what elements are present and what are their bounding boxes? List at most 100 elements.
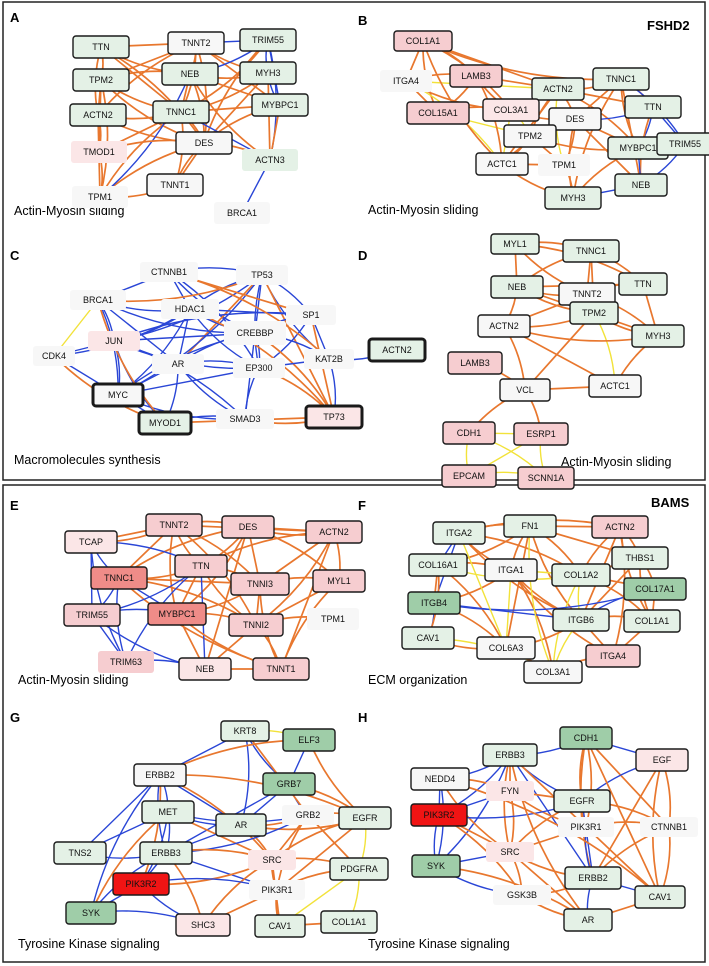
- node-label-e-tnnt1: TNNT1: [267, 664, 296, 674]
- node-box-d-myh3: [631, 324, 685, 348]
- node-box-d-actc1: [588, 374, 642, 398]
- node-d-actc1: ACTC1: [588, 374, 642, 398]
- node-f-itga2: ITGA2: [432, 521, 486, 545]
- node-d-tnnt2: TNNT2: [558, 282, 616, 306]
- node-label-h-egf: EGF: [653, 755, 672, 765]
- node-label-g-syk: SYK: [82, 908, 100, 918]
- node-label-h-erbb2: ERBB2: [578, 873, 608, 883]
- caption-b: Actin-Myosin sliding: [368, 203, 479, 217]
- node-e-tnnt1: TNNT1: [252, 657, 310, 681]
- node-label-d-tnnc1: TNNC1: [576, 246, 606, 256]
- node-box-d-cdh1: [442, 421, 496, 445]
- node-box-h-ctnnb1: [640, 817, 698, 837]
- node-box-f-itga1: [484, 558, 538, 582]
- node-box-b-itga4: [380, 70, 432, 92]
- node-label-a-brca1: BRCA1: [227, 208, 257, 218]
- node-box-f-col3a1: [523, 660, 583, 684]
- node-g-syk: SYK: [65, 901, 117, 925]
- node-g-erbb3: ERBB3: [139, 841, 193, 865]
- node-label-a-ttn: TTN: [92, 42, 110, 52]
- node-box-d-ttn: [618, 272, 668, 296]
- node-h-pik3r1: PIK3R1: [558, 817, 614, 837]
- node-box-c-ar: [152, 354, 204, 374]
- node-label-g-pik3r1: PIK3R1: [261, 885, 292, 895]
- node-label-h-ar: AR: [582, 915, 595, 925]
- node-box-g-cav1: [254, 914, 306, 938]
- panel-letter-f: F: [358, 498, 366, 513]
- node-box-f-col1a1: [623, 609, 681, 633]
- node-label-b-neb: NEB: [632, 180, 651, 190]
- node-label-g-erbb3: ERBB3: [151, 848, 181, 858]
- node-box-d-tpm2: [569, 301, 619, 325]
- node-g-src: SRC: [248, 850, 296, 870]
- node-h-erbb3: ERBB3: [482, 743, 538, 767]
- node-label-d-esrp1: ESRP1: [526, 429, 556, 439]
- node-e-ttn: TTN: [174, 554, 228, 578]
- node-g-met: MET: [141, 800, 195, 824]
- node-box-f-cav1: [401, 626, 455, 650]
- caption-f: ECM organization: [368, 673, 467, 687]
- node-label-c-cdk4: CDK4: [42, 351, 66, 361]
- node-box-e-tnnt2: [145, 513, 203, 537]
- node-label-g-ar: AR: [235, 820, 248, 830]
- node-label-d-scnn1a: SCNN1A: [528, 473, 565, 483]
- node-c-hdac1: HDAC1: [161, 299, 219, 319]
- node-label-h-ctnnb1: CTNNB1: [651, 822, 687, 832]
- node-box-c-myc: [91, 382, 145, 408]
- node-label-a-tnnt1: TNNT1: [161, 180, 190, 190]
- edge-f-itga2-col6a3: [458, 532, 507, 649]
- node-box-h-cdh1: [559, 726, 613, 750]
- node-label-d-epcam: EPCAM: [453, 471, 485, 481]
- node-label-f-itgb4: ITGB4: [421, 598, 447, 608]
- node-label-b-actn2: ACTN2: [543, 84, 573, 94]
- node-box-h-pik3r1: [558, 817, 614, 837]
- panel-letter-h: H: [358, 710, 367, 725]
- node-label-c-brca1: BRCA1: [83, 295, 113, 305]
- caption-h: Tyrosine Kinase signaling: [368, 937, 510, 951]
- caption-e: Actin-Myosin sliding: [18, 673, 129, 687]
- node-box-h-pik3r2: [410, 803, 468, 827]
- node-e-trim63: TRIM63: [98, 651, 154, 673]
- node-label-c-myc: MYC: [108, 390, 129, 400]
- node-label-h-fyn: FYN: [501, 786, 519, 796]
- node-box-e-tnni2: [228, 613, 284, 637]
- node-box-c-brca1: [70, 290, 126, 310]
- node-box-f-itga2: [432, 521, 486, 545]
- node-label-e-tnni2: TNNI2: [243, 620, 269, 630]
- node-h-syk: SYK: [411, 854, 461, 878]
- node-label-b-myh3: MYH3: [560, 193, 585, 203]
- node-label-b-lamb3: LAMB3: [461, 71, 491, 81]
- node-label-d-tnnt2: TNNT2: [573, 289, 602, 299]
- node-e-tpm1: TPM1: [307, 608, 359, 630]
- panel-letter-g: G: [10, 710, 20, 725]
- node-g-pik3r1: PIK3R1: [249, 880, 305, 900]
- node-label-b-tpm2: TPM2: [518, 131, 542, 141]
- node-box-h-fyn: [486, 781, 534, 801]
- node-box-g-elf3: [282, 728, 336, 752]
- node-box-b-lamb3: [449, 64, 503, 88]
- node-e-myl1: MYL1: [312, 569, 366, 593]
- node-box-e-tnnt1: [252, 657, 310, 681]
- group-label-bams: BAMS: [651, 495, 690, 510]
- node-label-f-itga1: ITGA1: [498, 565, 524, 575]
- node-e-tcap: TCAP: [64, 530, 118, 554]
- node-box-b-tpm2: [503, 124, 557, 148]
- group-label-fshd2: FSHD2: [647, 18, 690, 33]
- node-label-f-col16a1: COL16A1: [418, 560, 458, 570]
- node-e-tnnt2: TNNT2: [145, 513, 203, 537]
- node-box-c-kat2b: [304, 349, 354, 369]
- node-label-e-neb: NEB: [196, 664, 215, 674]
- node-a-tnnc1: TNNC1: [152, 100, 210, 124]
- node-box-f-thbs1: [611, 546, 669, 570]
- node-box-a-des: [175, 131, 233, 155]
- edge-e-des-neb: [204, 526, 249, 670]
- node-label-e-tnni3: TNNI3: [247, 579, 273, 589]
- node-box-c-jun: [88, 331, 140, 351]
- node-a-tnnt1: TNNT1: [146, 173, 204, 197]
- node-c-jun: JUN: [88, 331, 140, 351]
- node-label-g-erbb2: ERBB2: [145, 770, 175, 780]
- node-b-col15a1: COL15A1: [406, 101, 470, 125]
- node-label-f-col6a3: COL6A3: [489, 643, 524, 653]
- node-f-col3a1: COL3A1: [523, 660, 583, 684]
- node-label-h-syk: SYK: [427, 861, 445, 871]
